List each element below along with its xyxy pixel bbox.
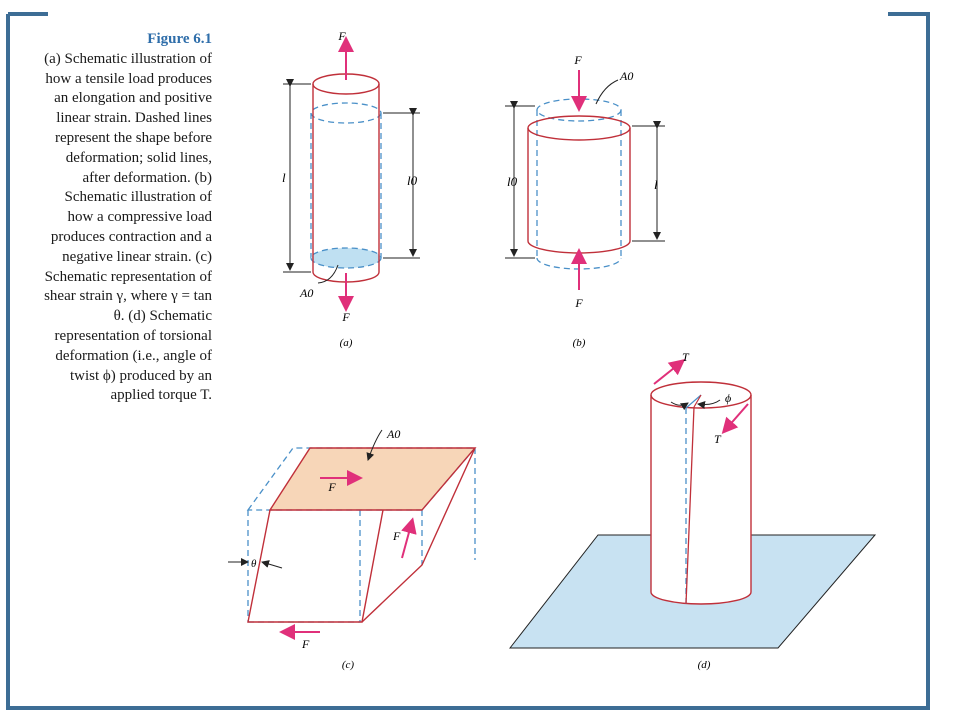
panel-a-force-top: F: [337, 29, 346, 43]
panel-a-length: l: [282, 170, 286, 185]
panel-c-force-side: F: [392, 529, 401, 543]
figure-caption-text: (a) Schematic illustration of how a tens…: [44, 50, 212, 404]
panel-c-force-top: F: [327, 480, 336, 494]
figure-caption: Figure 6.1 (a) Schematic illustration of…: [40, 30, 212, 406]
panel-c: A0 F F F θ (c): [228, 427, 477, 671]
panel-c-angle: θ: [251, 558, 257, 570]
panel-d: T T ϕ (d): [508, 350, 877, 671]
panel-d-torque-top: T: [682, 350, 690, 364]
panel-d-twist-angle: ϕ: [725, 391, 731, 405]
panel-a-original-length: l0: [407, 173, 418, 188]
panel-b: F F l l0 A0 (b): [505, 53, 665, 349]
panel-b-force-top: F: [573, 53, 582, 67]
panel-c-label: (c): [342, 659, 355, 671]
panel-b-label: (b): [573, 337, 586, 349]
panel-a: F F l l0 A0 (a): [282, 29, 420, 349]
panel-a-label: (a): [340, 337, 353, 349]
panel-a-area: A0: [299, 286, 313, 300]
panel-a-force-bottom: F: [341, 310, 350, 324]
figure-title: Figure 6.1: [147, 31, 212, 47]
panel-b-length: l: [654, 177, 658, 192]
panel-d-label: (d): [698, 659, 711, 671]
panel-c-area: A0: [386, 427, 400, 441]
panel-c-force-bottom: F: [301, 637, 310, 651]
panel-b-original-length: l0: [507, 174, 518, 189]
panel-d-torque-right: T: [714, 432, 722, 446]
panel-b-force-bottom: F: [574, 296, 583, 310]
panel-b-area: A0: [619, 69, 633, 83]
